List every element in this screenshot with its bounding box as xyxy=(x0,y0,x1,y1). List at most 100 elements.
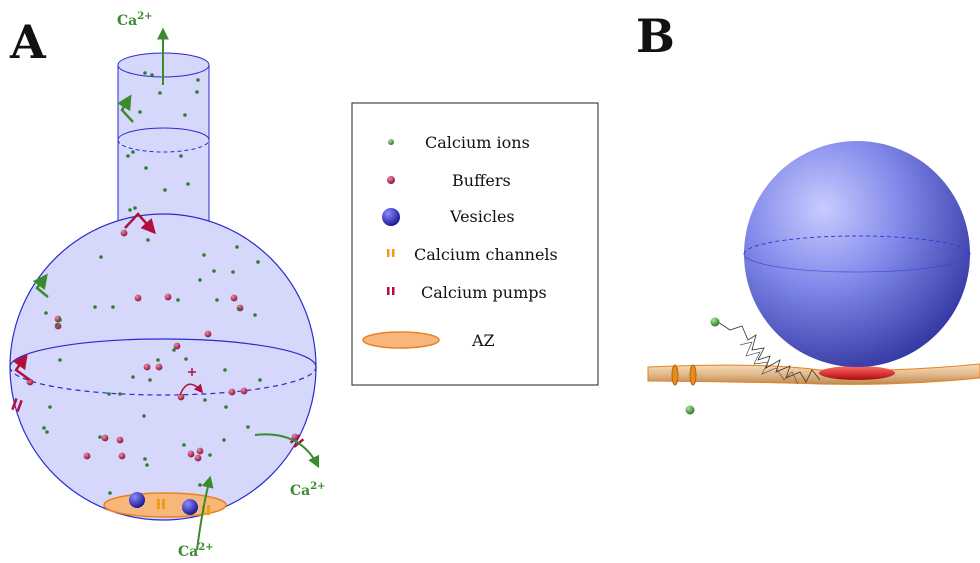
buffer-molecule xyxy=(116,436,124,444)
panel-b-label: B xyxy=(636,9,675,63)
calcium-ion xyxy=(215,298,219,302)
legend-channel-swatch xyxy=(387,249,395,257)
buffer-molecule xyxy=(291,433,299,441)
legend-buffer-swatch xyxy=(387,176,395,184)
ca-label-bottom: Ca2+ xyxy=(178,542,214,560)
calcium-ion xyxy=(224,405,228,409)
buffer-molecule xyxy=(120,229,128,237)
calcium-ion xyxy=(143,71,147,75)
calcium-ion xyxy=(198,483,202,487)
vesicle-sphere xyxy=(743,141,971,367)
neck-cylinder xyxy=(117,52,210,225)
buffer-molecule xyxy=(228,388,236,396)
ca-label-right: Ca2+ xyxy=(290,481,326,499)
calcium-ion xyxy=(176,298,180,302)
calcium-ion xyxy=(111,305,115,309)
calcium-ion xyxy=(55,323,59,327)
calcium-ion-b xyxy=(710,317,720,327)
calcium-ion xyxy=(126,154,130,158)
calcium-channel-b xyxy=(689,364,697,386)
buffer-molecule xyxy=(177,393,185,401)
calcium-ion xyxy=(133,206,137,210)
soma-sphere xyxy=(9,213,317,521)
legend-pump-swatch xyxy=(387,287,395,295)
calcium-ion xyxy=(203,398,207,402)
calcium-ion-b xyxy=(685,405,695,415)
calcium-ion xyxy=(195,90,199,94)
calcium-ion xyxy=(107,392,111,396)
buffer-molecule xyxy=(196,447,204,455)
calcium-ion xyxy=(202,253,206,257)
calcium-ion xyxy=(58,318,62,322)
calcium-ion xyxy=(235,245,239,249)
calcium-ion xyxy=(183,113,187,117)
calcium-ion xyxy=(58,358,62,362)
buffer-molecule xyxy=(194,454,202,462)
ion-flux-arrows xyxy=(32,27,320,551)
calcium-ion xyxy=(237,307,241,311)
calcium-ion xyxy=(182,443,186,447)
buffer-molecule xyxy=(230,294,238,302)
calcium-ion xyxy=(143,457,147,461)
buffer-molecule xyxy=(83,452,91,460)
calcium-ion xyxy=(246,425,250,429)
calcium-ion xyxy=(163,188,167,192)
legend-az-swatch xyxy=(362,331,440,349)
vesicle xyxy=(129,492,145,508)
calcium-ion xyxy=(118,392,122,396)
buffer-molecule xyxy=(101,434,109,442)
calcium-ion xyxy=(179,154,183,158)
calcium-ion xyxy=(128,208,132,212)
calcium-ion xyxy=(131,150,135,154)
calcium-ion xyxy=(108,491,112,495)
ion-trajectory xyxy=(739,341,799,385)
vesicle xyxy=(182,499,198,515)
buffer-molecule xyxy=(187,450,195,458)
buffer-molecule xyxy=(134,294,142,302)
calcium-ion xyxy=(45,430,49,434)
calcium-ion xyxy=(146,238,150,242)
buffer-molecule xyxy=(240,387,248,395)
calcium-ion xyxy=(231,270,235,274)
panel-a-diagram: Ca2+ Ca2+ Ca2+ xyxy=(9,11,326,560)
calcium-ion xyxy=(208,453,212,457)
calcium-ion xyxy=(44,311,48,315)
calcium-ion xyxy=(196,78,200,82)
calcium-ion xyxy=(186,182,190,186)
calcium-ion xyxy=(93,305,97,309)
buffer-molecule xyxy=(155,363,163,371)
calcium-ions xyxy=(42,71,262,495)
calcium-ion xyxy=(172,348,176,352)
calcium-ion xyxy=(253,313,257,317)
legend-az: AZ xyxy=(471,331,495,350)
panel-b-diagram xyxy=(647,141,980,415)
buffer-molecule xyxy=(173,342,181,350)
buffer-molecule xyxy=(204,330,212,338)
legend-vesicles: Vesicles xyxy=(449,207,515,226)
active-zone-b xyxy=(819,366,895,380)
panel-a-label: A xyxy=(9,15,47,69)
calcium-ion xyxy=(258,378,262,382)
calcium-ion xyxy=(223,368,227,372)
buffer-motion-arrows xyxy=(12,212,204,396)
calcium-ion xyxy=(145,463,149,467)
calcium-ion xyxy=(256,260,260,264)
calcium-ion xyxy=(98,435,102,439)
calcium-ion xyxy=(184,357,188,361)
calcium-ion xyxy=(142,414,146,418)
calcium-ion xyxy=(48,405,52,409)
legend-vesicle-swatch xyxy=(382,208,400,226)
calcium-channel-b xyxy=(671,364,679,386)
calcium-ion xyxy=(156,358,160,362)
calcium-ion xyxy=(158,91,162,95)
legend-calcium-ions: Calcium ions xyxy=(425,133,530,152)
calcium-ion xyxy=(198,278,202,282)
calcium-ion xyxy=(42,426,46,430)
calcium-ion xyxy=(148,378,152,382)
buffer-molecule xyxy=(143,363,151,371)
buffer-molecule xyxy=(118,452,126,460)
legend: Calcium ions Buffers Vesicles Calcium ch… xyxy=(351,102,599,386)
calcium-ion xyxy=(222,438,226,442)
calcium-ion xyxy=(144,166,148,170)
